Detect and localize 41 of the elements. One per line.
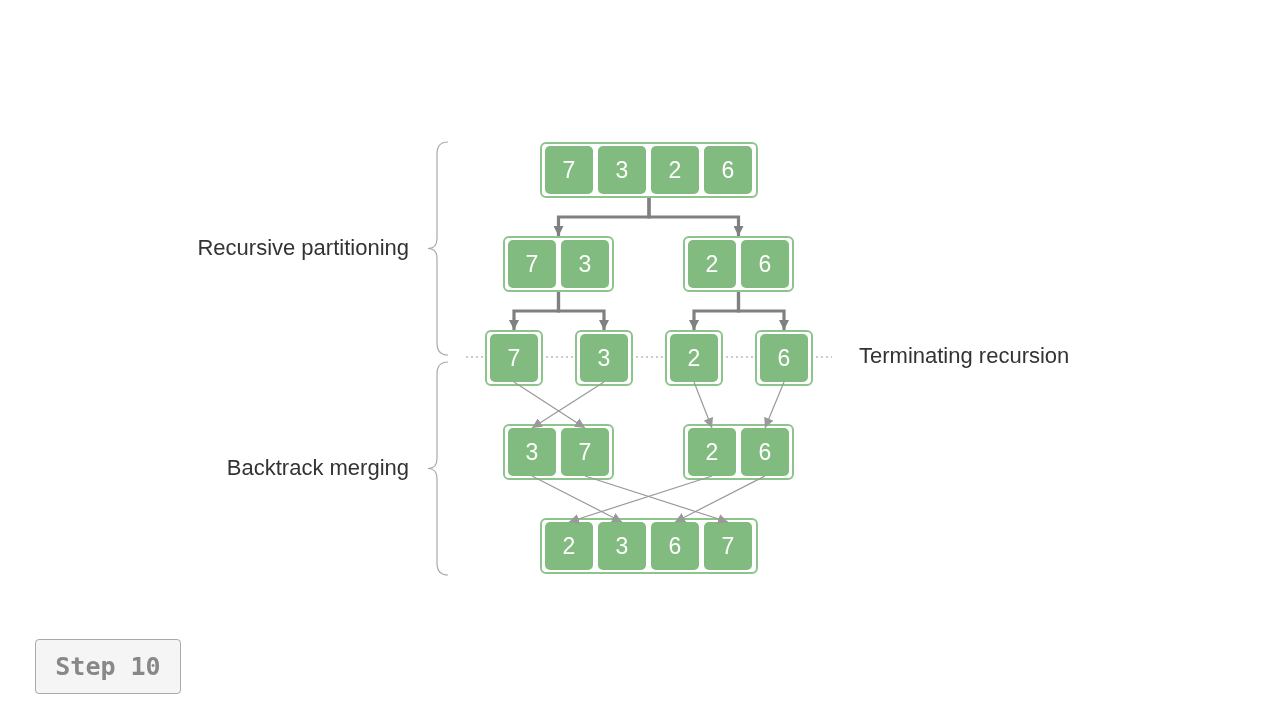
element-cell: 2 [688, 428, 736, 476]
annotation-text: Recursive partitioning [197, 235, 409, 261]
element-cell: 2 [545, 522, 593, 570]
element-cell: 6 [704, 146, 752, 194]
arrow [764, 381, 785, 429]
element-cell: 2 [670, 334, 718, 382]
arrow [556, 292, 609, 330]
array-box [540, 142, 758, 198]
element-cell: 3 [598, 146, 646, 194]
element-cell: 7 [561, 428, 609, 476]
element-cell: 7 [704, 522, 752, 570]
annotation-text: Terminating recursion [859, 343, 1070, 369]
arrow [584, 475, 729, 524]
element-cell: 7 [545, 146, 593, 194]
arrow [513, 381, 586, 429]
array-box [540, 518, 758, 574]
element-cell: 7 [508, 240, 556, 288]
element-cell: 7 [490, 334, 538, 382]
element-cell: 2 [651, 146, 699, 194]
element-cell: 3 [598, 522, 646, 570]
array-box [503, 236, 614, 292]
element-cell: 6 [651, 522, 699, 570]
arrow [647, 198, 744, 236]
element-cell: 6 [760, 334, 808, 382]
arrow [531, 475, 623, 523]
array-box [683, 424, 794, 480]
element-cell: 3 [561, 240, 609, 288]
annotation-text: Backtrack merging [226, 455, 409, 481]
element-cell: 3 [580, 334, 628, 382]
arrow [693, 381, 713, 429]
array-box [683, 236, 794, 292]
element-cell: 3 [508, 428, 556, 476]
arrow [674, 475, 766, 523]
step-indicator: Step 10 [35, 639, 181, 694]
element-cell: 6 [741, 240, 789, 288]
element-cell: 6 [741, 428, 789, 476]
arrow [531, 381, 605, 429]
arrow [568, 475, 713, 524]
array-box [503, 424, 614, 480]
element-cell: 2 [688, 240, 736, 288]
arrow [736, 292, 789, 330]
